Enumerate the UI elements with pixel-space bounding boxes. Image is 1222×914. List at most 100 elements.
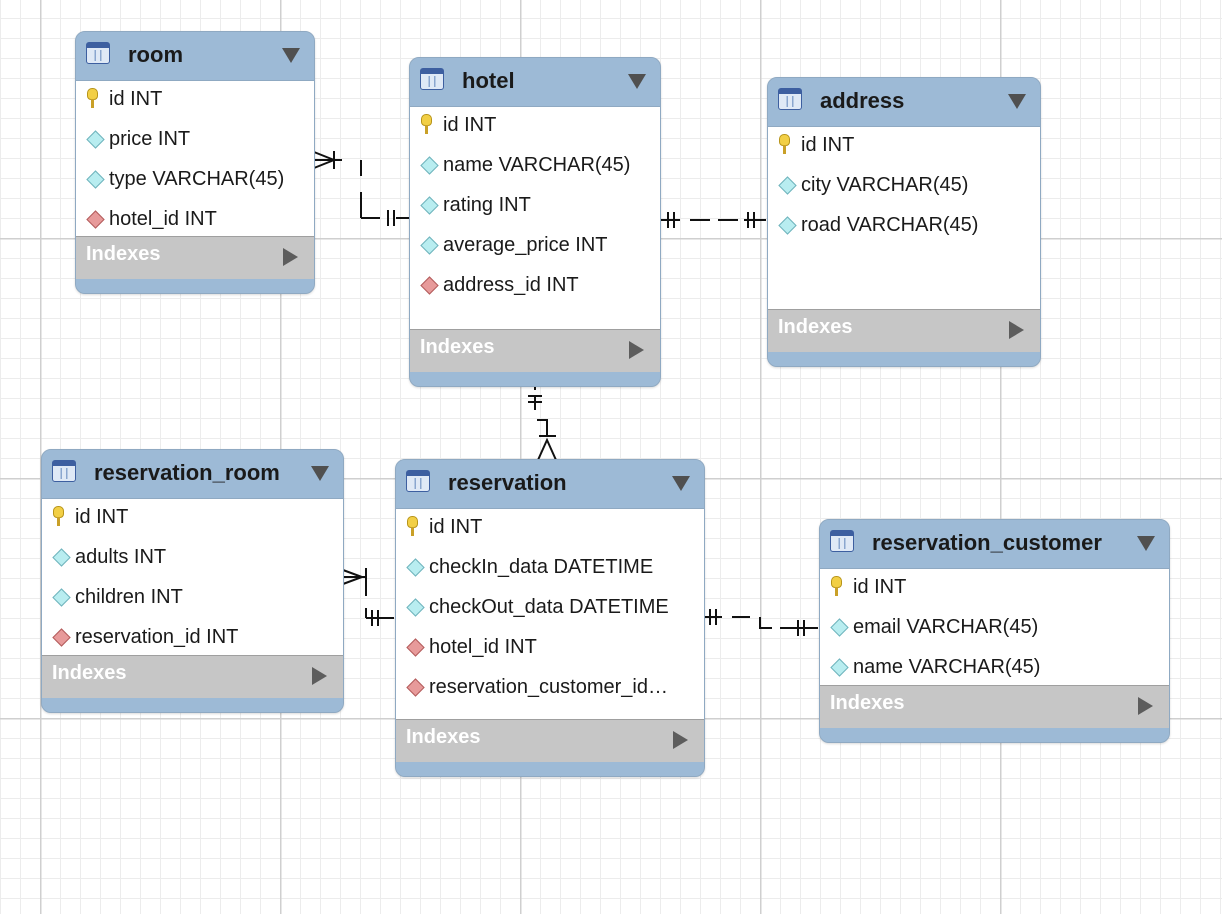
column-label: rating INT: [443, 194, 531, 216]
table-icon: [406, 470, 430, 492]
column-row[interactable]: checkOut_data DATETIME: [396, 589, 704, 629]
relationship-hotel-address[interactable]: [660, 212, 766, 228]
indexes-section[interactable]: Indexes: [396, 719, 704, 762]
column-row[interactable]: id INT: [396, 509, 704, 549]
collapse-icon[interactable]: [1008, 94, 1026, 109]
column-label: email VARCHAR(45): [853, 616, 1039, 638]
expand-arrow-icon[interactable]: [1138, 697, 1153, 715]
column-icon: [778, 216, 797, 235]
table-title: hotel: [462, 68, 515, 93]
indexes-section[interactable]: Indexes: [76, 236, 314, 279]
table-icon: [420, 68, 444, 90]
collapse-icon[interactable]: [672, 476, 690, 491]
column-row[interactable]: reservation_customer_id…: [396, 669, 704, 709]
column-label: id INT: [429, 516, 483, 538]
expand-arrow-icon[interactable]: [673, 731, 688, 749]
column-icon: [420, 236, 439, 255]
relationship-room-hotel[interactable]: [313, 151, 409, 226]
column-row[interactable]: name VARCHAR(45): [820, 649, 1169, 689]
table-room[interactable]: room id INT price INT type VARCHAR(45) h…: [75, 31, 315, 294]
column-label: reservation_customer_id…: [429, 676, 668, 698]
collapse-icon[interactable]: [1137, 536, 1155, 551]
table-hotel[interactable]: hotel id INT name VARCHAR(45) rating INT…: [409, 57, 661, 387]
table-title: reservation_room: [94, 460, 280, 485]
table-reservation[interactable]: reservation id INT checkIn_data DATETIME…: [395, 459, 705, 777]
column-row[interactable]: average_price INT: [410, 227, 660, 267]
column-row[interactable]: id INT: [768, 127, 1040, 167]
table-footer: [76, 279, 314, 293]
collapse-icon[interactable]: [311, 466, 329, 481]
column-row[interactable]: name VARCHAR(45): [410, 147, 660, 187]
expand-arrow-icon[interactable]: [312, 667, 327, 685]
column-label: type VARCHAR(45): [109, 168, 285, 190]
column-row[interactable]: reservation_id INT: [42, 619, 343, 659]
column-row[interactable]: type VARCHAR(45): [76, 161, 314, 201]
foreign-key-icon: [406, 678, 425, 697]
indexes-label: Indexes: [420, 336, 495, 358]
primary-key-icon: [421, 114, 432, 134]
primary-key-icon: [407, 516, 418, 536]
foreign-key-icon: [406, 638, 425, 657]
foreign-key-icon: [86, 210, 105, 229]
column-label: id INT: [801, 134, 855, 156]
table-reservation-room[interactable]: reservation_room id INT adults INT child…: [41, 449, 344, 713]
column-icon: [86, 170, 105, 189]
column-row[interactable]: address_id INT: [410, 267, 660, 307]
column-list: id INT email VARCHAR(45) name VARCHAR(45…: [820, 568, 1169, 685]
column-label: name VARCHAR(45): [853, 656, 1041, 678]
collapse-icon[interactable]: [282, 48, 300, 63]
column-row[interactable]: id INT: [76, 81, 314, 121]
column-row[interactable]: hotel_id INT: [76, 201, 314, 241]
column-row[interactable]: city VARCHAR(45): [768, 167, 1040, 207]
relationship-hotel-reservation[interactable]: [528, 384, 557, 461]
column-row[interactable]: checkIn_data DATETIME: [396, 549, 704, 589]
indexes-section[interactable]: Indexes: [42, 655, 343, 698]
relationship-reservation-room-reservation[interactable]: [342, 568, 394, 626]
column-icon: [406, 598, 425, 617]
column-row[interactable]: id INT: [820, 569, 1169, 609]
expand-arrow-icon[interactable]: [629, 341, 644, 359]
table-footer: [820, 728, 1169, 742]
column-row[interactable]: price INT: [76, 121, 314, 161]
indexes-section[interactable]: Indexes: [820, 685, 1169, 728]
foreign-key-icon: [420, 276, 439, 295]
expand-arrow-icon[interactable]: [283, 248, 298, 266]
column-row[interactable]: road VARCHAR(45): [768, 207, 1040, 247]
column-icon: [86, 130, 105, 149]
column-list: id INT price INT type VARCHAR(45) hotel_…: [76, 80, 314, 236]
collapse-icon[interactable]: [628, 74, 646, 89]
table-footer: [396, 762, 704, 776]
column-list: id INT adults INT children INT reservati…: [42, 498, 343, 655]
column-row[interactable]: id INT: [42, 499, 343, 539]
table-footer: [410, 372, 660, 386]
relationship-reservation-customer[interactable]: [704, 609, 818, 636]
column-row[interactable]: id INT: [410, 107, 660, 147]
table-icon: [52, 460, 76, 482]
column-row[interactable]: rating INT: [410, 187, 660, 227]
indexes-label: Indexes: [86, 243, 161, 265]
table-reservation-customer[interactable]: reservation_customer id INT email VARCHA…: [819, 519, 1170, 743]
column-icon: [406, 558, 425, 577]
table-title: address: [820, 88, 905, 113]
column-row[interactable]: children INT: [42, 579, 343, 619]
table-header[interactable]: address: [768, 78, 1040, 126]
table-header[interactable]: room: [76, 32, 314, 80]
column-list: id INT name VARCHAR(45) rating INT avera…: [410, 106, 660, 329]
table-header[interactable]: reservation_customer: [820, 520, 1169, 568]
table-title: room: [128, 42, 183, 67]
column-label: id INT: [109, 88, 163, 110]
column-label: checkIn_data DATETIME: [429, 556, 654, 578]
indexes-label: Indexes: [406, 726, 481, 748]
table-header[interactable]: reservation_room: [42, 450, 343, 498]
column-row[interactable]: email VARCHAR(45): [820, 609, 1169, 649]
column-row[interactable]: adults INT: [42, 539, 343, 579]
expand-arrow-icon[interactable]: [1009, 321, 1024, 339]
column-row[interactable]: hotel_id INT: [396, 629, 704, 669]
column-label: checkOut_data DATETIME: [429, 596, 669, 618]
indexes-section[interactable]: Indexes: [768, 309, 1040, 352]
table-header[interactable]: hotel: [410, 58, 660, 106]
table-header[interactable]: reservation: [396, 460, 704, 508]
indexes-section[interactable]: Indexes: [410, 329, 660, 372]
table-address[interactable]: address id INT city VARCHAR(45) road VAR…: [767, 77, 1041, 367]
column-icon: [52, 588, 71, 607]
